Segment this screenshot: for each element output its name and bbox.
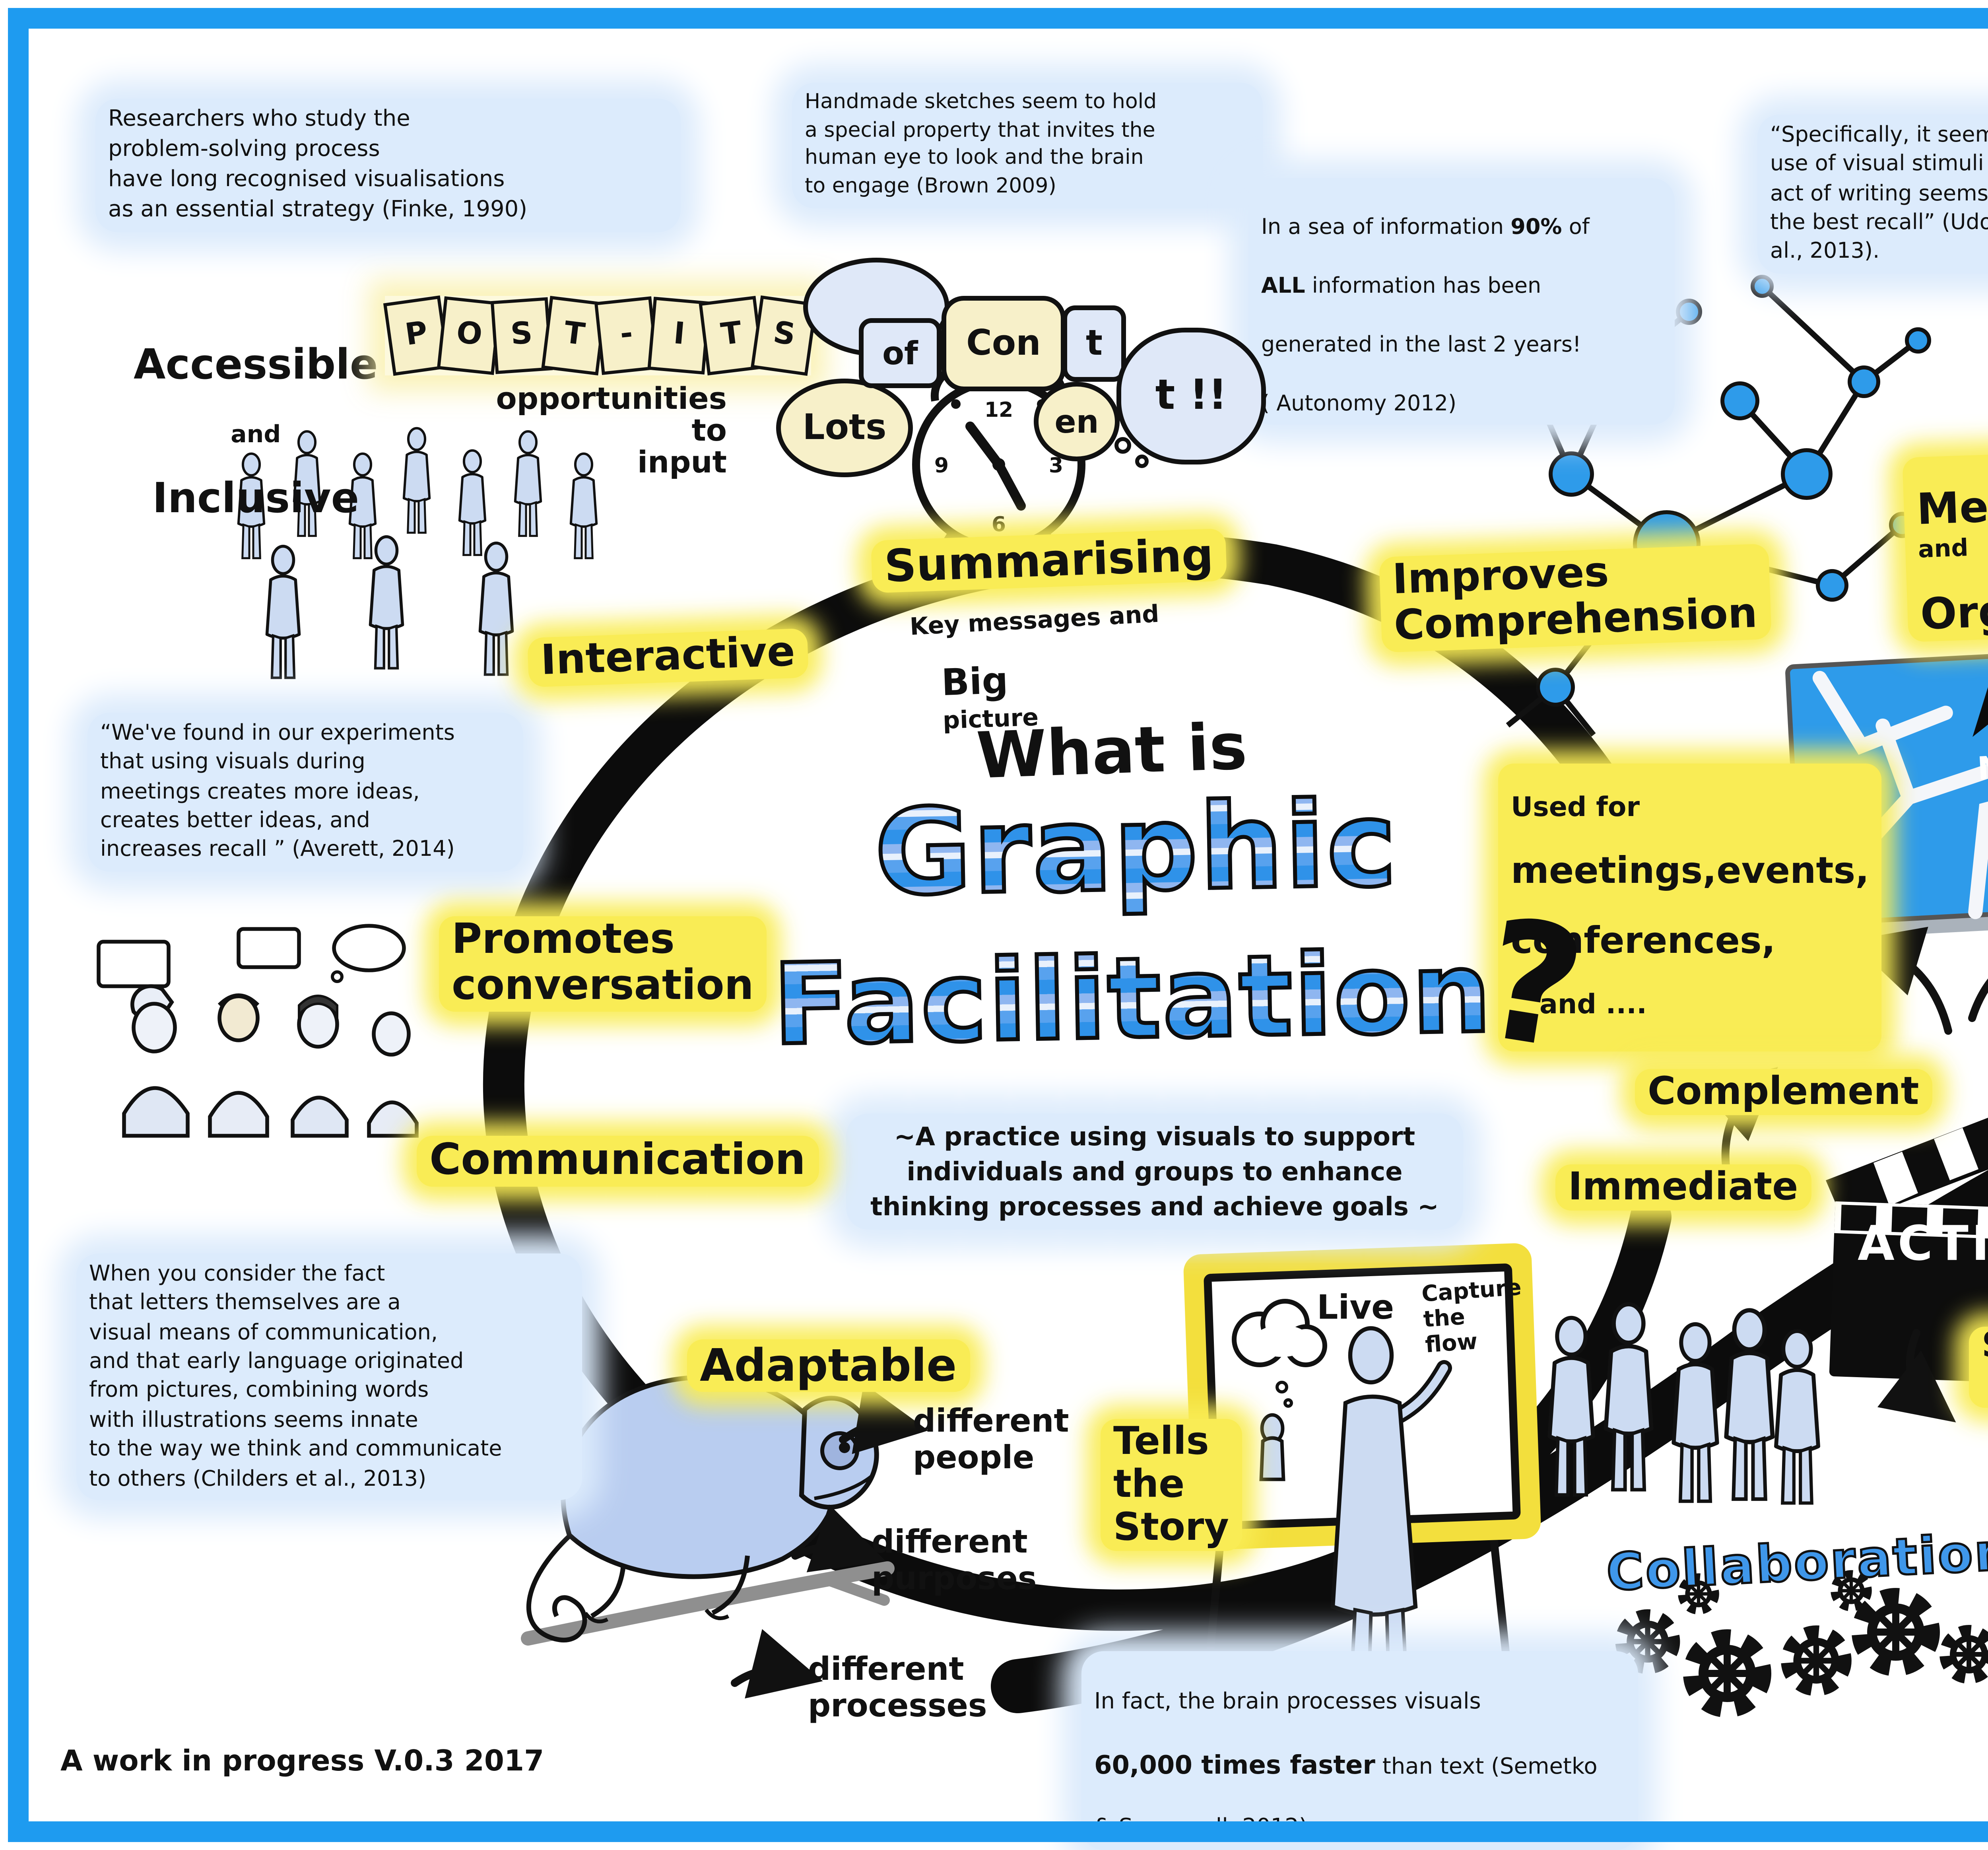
used-for-line: and ....	[1540, 989, 1647, 1022]
quote-semetko-part: In fact, the brain processes visuals	[1094, 1689, 1481, 1715]
svg-text:N: N	[1976, 749, 1988, 787]
used-for-line: Used for	[1511, 792, 1640, 824]
quote-childers: When you consider the fact that letters …	[76, 1253, 582, 1500]
content-bubble-lots: Lots	[776, 379, 913, 477]
label-organisation: Organisation	[1919, 580, 1988, 640]
quote-semetko-part: than text (Semetko	[1375, 1755, 1598, 1780]
quote-semetko-bold: 60,000 times faster	[1094, 1750, 1375, 1780]
svg-text:12: 12	[984, 398, 1013, 422]
board-capture-flow-text: Capture the flow	[1421, 1275, 1522, 1359]
label-promotes-conversation: Promotes conversation	[439, 916, 767, 1012]
label-different-purposes: different purposes	[872, 1522, 1037, 1597]
quote-semetko-part: & Scammell, 2012)	[1094, 1815, 1308, 1841]
label-interactive: Interactive	[527, 628, 809, 688]
quote-autonomy-part: generated in the last 2 years!	[1261, 332, 1581, 358]
title-graphic: Graphic	[872, 775, 1401, 925]
label-accessible-inclusive: Accessible and Inclusive	[134, 315, 378, 554]
conversation-figures	[97, 924, 419, 1138]
chameleon-icon	[521, 1375, 895, 1646]
title-subtitle: ~A practice using visuals to support ind…	[846, 1113, 1463, 1230]
quote-autonomy: In a sea of information 90% of ALL infor…	[1248, 178, 1675, 425]
quote-finke: Researchers who study the problem-solvin…	[95, 99, 681, 233]
label-and2: and	[1917, 533, 1969, 564]
bubble-word: of	[882, 334, 918, 372]
svg-text:6: 6	[992, 513, 1006, 536]
content-bubble-t-exclaim: t !!	[1116, 328, 1266, 464]
quote-autonomy-all: ALL	[1261, 274, 1305, 299]
used-for-line: meetings,events,	[1511, 851, 1870, 892]
label-immediate: Immediate	[1555, 1164, 1811, 1211]
footer-progress-note: A work in progress V.0.3 2017	[60, 1745, 544, 1778]
used-for-line: conferences,	[1511, 920, 1776, 962]
quote-udomon: “Specifically, it seems that the use of …	[1757, 115, 1988, 274]
quote-averett: “We've found in our experiments that usi…	[87, 713, 523, 872]
label-opportunities-to-input: opportunities to input	[496, 382, 727, 480]
quote-brown: Handmade sketches seem to hold a special…	[792, 83, 1263, 208]
label-big: Big	[941, 661, 1009, 705]
alarm-clock-icon: 12 3 6 9	[912, 363, 1149, 562]
label-memory-organisation: Memory and Organisation	[1902, 446, 1988, 643]
svg-text:9: 9	[934, 454, 949, 478]
label-communication: Communication	[417, 1136, 818, 1187]
label-tells-the-story: Tells the Story	[1101, 1419, 1242, 1551]
content-bubble-t: t	[1062, 305, 1126, 382]
clapperboard-icon	[1826, 1117, 1988, 1385]
bubble-word: t !!	[1155, 372, 1227, 420]
quote-autonomy-part: of	[1562, 215, 1590, 241]
label-accessible: Accessible	[134, 342, 378, 391]
content-bubble-con: Con	[942, 296, 1066, 391]
board-live-text: Live	[1317, 1288, 1394, 1327]
whiteboard-scene	[1183, 1243, 1818, 1739]
quote-autonomy-part: information has been	[1305, 274, 1541, 299]
quote-semetko: In fact, the brain processes visuals 60,…	[1081, 1651, 1638, 1850]
label-adaptable: Adaptable	[687, 1339, 970, 1393]
content-bubble-of: of	[859, 318, 942, 388]
quote-autonomy-part: In a sea of information	[1261, 215, 1511, 241]
bubble-word: en	[1054, 402, 1099, 441]
quote-autonomy-part: ( Autonomy 2012)	[1261, 391, 1457, 416]
bubble-word: Lots	[802, 408, 887, 448]
label-different-people: different people	[913, 1401, 1069, 1476]
label-memory: Memory	[1916, 479, 1988, 535]
label-different-processes: different processes	[808, 1650, 987, 1724]
label-used-for: Used for meetings,events, conferences, a…	[1498, 764, 1882, 1052]
label-complement: Complement	[1635, 1069, 1932, 1115]
label-and: and	[231, 419, 281, 448]
label-inclusive: Inclusive	[152, 476, 359, 524]
label-improves-comprehension: Improves Comprehension	[1379, 544, 1771, 653]
title-facilitation: Facilitation	[770, 925, 1496, 1073]
quote-autonomy-90: 90%	[1510, 215, 1562, 241]
label-action: ACTION!	[1858, 1217, 1988, 1273]
bubble-word: Con	[966, 324, 1041, 363]
label-sharing-beyond: Sharing beyond the room	[1969, 1327, 1988, 1408]
ascending-arrow	[991, 1170, 1988, 1713]
bubble-word: t	[1085, 324, 1103, 363]
content-bubble-en: en	[1034, 382, 1120, 461]
